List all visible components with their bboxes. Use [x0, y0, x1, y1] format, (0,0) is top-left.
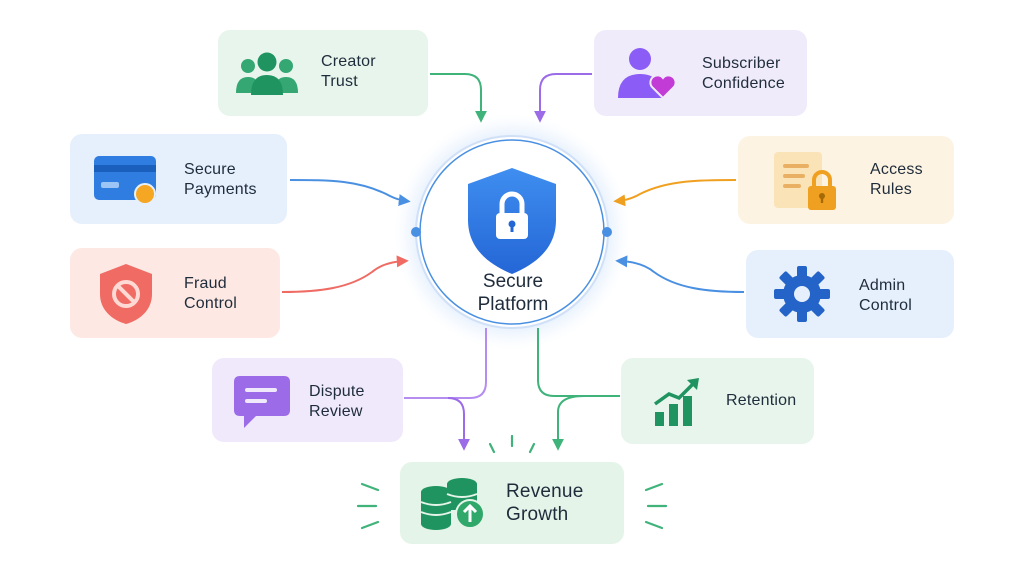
hub-right-dot	[602, 227, 612, 237]
lock-shield-icon	[468, 168, 556, 274]
shield-block-icon	[100, 264, 152, 324]
node-revenue-growth[interactable]: Revenue Growth	[400, 462, 624, 544]
connector-hub-retention	[537, 328, 620, 397]
user-heart-icon	[618, 48, 677, 100]
hub-label: Secure Platform	[477, 271, 549, 315]
chat-bubble-icon	[234, 376, 290, 428]
node-dispute-review[interactable]: Dispute Review	[212, 358, 403, 442]
node-dispute-review-label: Dispute Review	[309, 383, 365, 420]
bar-chart-up-icon	[653, 378, 699, 426]
connectors	[281, 73, 745, 451]
connector-dispute-revenue	[447, 397, 470, 451]
hub	[394, 114, 630, 350]
coins-up-icon	[420, 478, 485, 530]
node-access-rules[interactable]: Access Rules	[738, 136, 954, 224]
node-secure-payments-label: Secure Payments	[184, 161, 257, 198]
connector-subscriber-confidence	[534, 73, 592, 123]
connector-secure-payments	[289, 179, 411, 207]
node-subscriber-confidence-label: Subscriber Confidence	[702, 55, 785, 92]
connector-admin-control	[615, 255, 745, 293]
node-admin-control-label: Admin Control	[859, 277, 912, 314]
node-secure-payments[interactable]: Secure Payments	[70, 134, 287, 224]
node-creator-trust-label: Creator Trust	[321, 53, 376, 90]
node-creator-trust[interactable]: Creator Trust	[218, 30, 428, 116]
connector-creator-trust	[430, 73, 487, 123]
document-lock-icon	[774, 152, 836, 210]
gear-icon	[774, 266, 830, 322]
node-revenue-growth-label: Revenue Growth	[506, 481, 584, 525]
revenue-sparkles	[356, 434, 668, 530]
node-fraud-control[interactable]: Fraud Control	[70, 248, 280, 338]
node-access-rules-label: Access Rules	[870, 161, 923, 198]
node-retention-label: Retention	[726, 392, 797, 409]
node-fraud-control-label: Fraud Control	[184, 275, 237, 312]
node-admin-control[interactable]: Admin Control	[746, 250, 954, 338]
credit-card-icon	[94, 156, 156, 205]
people-group-icon	[236, 52, 298, 95]
connector-hub-dispute	[404, 328, 487, 399]
connector-fraud-control	[281, 255, 409, 293]
node-subscriber-confidence[interactable]: Subscriber Confidence	[594, 30, 807, 116]
node-retention[interactable]: Retention	[621, 358, 814, 444]
hub-left-dot	[411, 227, 421, 237]
connector-retention-revenue	[552, 395, 585, 451]
connector-access-rules	[613, 179, 737, 207]
